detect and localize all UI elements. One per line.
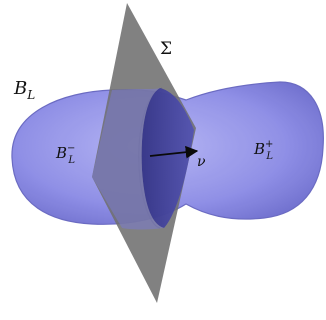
label-domain: BL	[13, 78, 35, 102]
label-minus-part: B−L	[55, 143, 75, 166]
label-plane: Σ	[160, 39, 172, 59]
cross-section-disk	[141, 88, 194, 228]
label-plus-part: B+L	[253, 139, 273, 162]
plane-body-overlap	[92, 88, 164, 230]
label-normal: ν	[197, 154, 206, 170]
normal-vector-arrow	[149, 145, 199, 159]
